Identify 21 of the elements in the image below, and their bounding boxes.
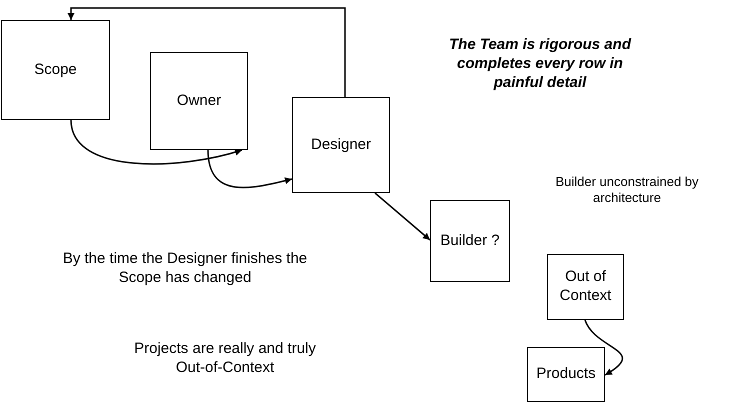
arrow [374, 192, 430, 241]
box-label: Products [536, 365, 596, 384]
note-text: Builder unconstrained by architecture [554, 174, 700, 206]
box-label: Scope [34, 60, 77, 80]
box-label: Owner [176, 92, 222, 110]
process-box [150, 52, 248, 150]
arrow [584, 320, 623, 376]
arrow [68, 7, 346, 97]
box-label: Builder ? [440, 232, 500, 250]
process-box [547, 254, 624, 320]
process-box [292, 97, 390, 193]
process-box [1, 20, 110, 120]
box-label: Out of Context [558, 268, 612, 306]
process-box [430, 200, 510, 282]
note-text: By the time the Designer finishes the Scope has changed [62, 250, 308, 288]
box-label: Designer [310, 136, 372, 154]
process-box [527, 347, 605, 402]
arrow [70, 120, 242, 165]
note-text: The Team is rigorous and completes every row in painful detail [448, 36, 632, 92]
arrow [207, 150, 292, 188]
note-text: Projects are really and truly Out-of-Context [133, 340, 317, 378]
